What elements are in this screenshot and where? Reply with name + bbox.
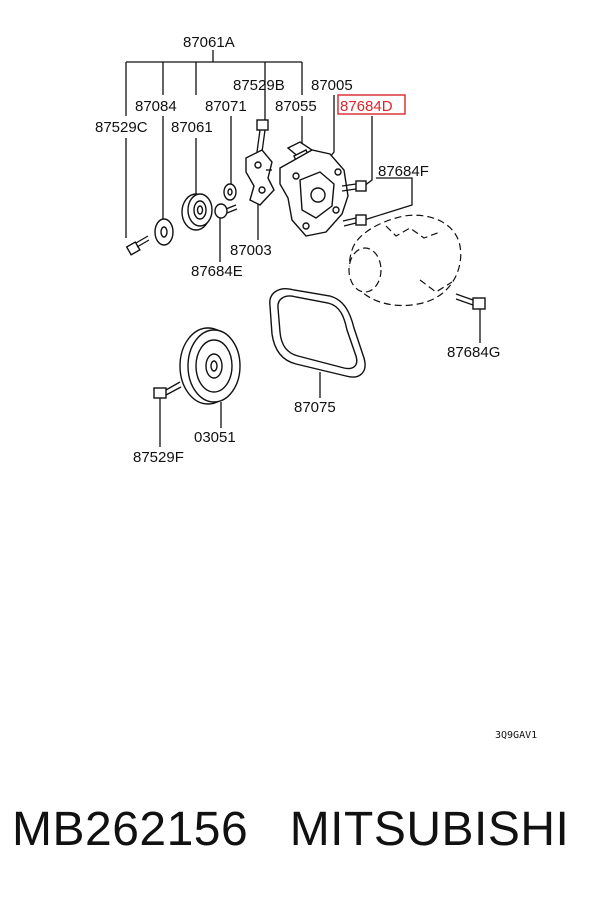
label-87084: 87084 bbox=[135, 98, 177, 115]
label-87005: 87005 bbox=[311, 77, 353, 94]
brand-name: MITSUBISHI bbox=[289, 803, 570, 856]
label-87529C: 87529C bbox=[95, 119, 148, 136]
washer-87084 bbox=[154, 218, 174, 246]
bolt-87684D bbox=[341, 180, 367, 192]
footer-caption: MB262156 MITSUBISHI bbox=[12, 802, 569, 857]
label-03051: 03051 bbox=[194, 429, 236, 446]
label-87061A: 87061A bbox=[183, 34, 235, 51]
bolt-87684G bbox=[455, 293, 486, 310]
bolt-87071 bbox=[223, 183, 237, 201]
belt-87075 bbox=[269, 288, 366, 378]
parts-diagram: 87061A 87529B 87005 87084 87071 87055 87… bbox=[95, 34, 537, 741]
bolt-87684F bbox=[342, 214, 367, 227]
label-87061: 87061 bbox=[171, 119, 213, 136]
drawing-code: 3Q9GAV1 bbox=[495, 730, 537, 741]
label-87684D[interactable]: 87684D bbox=[340, 98, 393, 115]
bolt-87529F bbox=[153, 381, 182, 399]
label-87529F: 87529F bbox=[133, 449, 184, 466]
label-87529B: 87529B bbox=[233, 77, 285, 94]
compressor-outline bbox=[348, 214, 462, 307]
label-87055: 87055 bbox=[275, 98, 317, 115]
label-87684F: 87684F bbox=[378, 163, 429, 180]
bracket-87005 bbox=[279, 149, 349, 237]
label-87684E: 87684E bbox=[191, 263, 243, 280]
label-87684G: 87684G bbox=[447, 344, 500, 361]
bolt-87684E bbox=[214, 203, 238, 219]
label-87071: 87071 bbox=[205, 98, 247, 115]
bolt-87529B bbox=[256, 119, 269, 153]
pulley-03051 bbox=[179, 327, 241, 405]
highlight-box bbox=[337, 94, 406, 115]
callout-87061A: 87061A bbox=[125, 34, 303, 116]
bracket-87003 bbox=[245, 149, 275, 206]
part-number: MB262156 bbox=[12, 803, 249, 856]
label-87075: 87075 bbox=[294, 399, 336, 416]
pulley-87061 bbox=[181, 193, 213, 231]
label-87003: 87003 bbox=[230, 242, 272, 259]
bolt-87529C bbox=[125, 235, 150, 256]
